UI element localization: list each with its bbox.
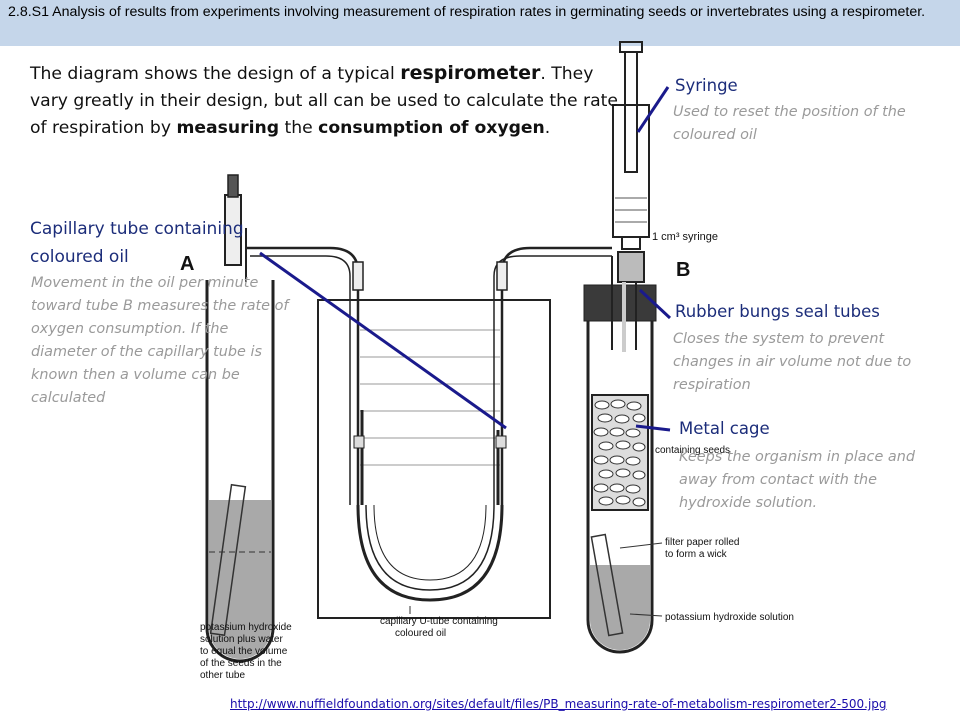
- tube-b: [583, 256, 657, 654]
- bungs-label: Rubber bungs seal tubes: [675, 302, 880, 321]
- seeds: [593, 399, 646, 507]
- utube-caption-1: capillary U-tube containing: [380, 616, 498, 627]
- koh-a-line: of the seeds in the: [200, 658, 282, 669]
- label-pointers: [259, 86, 672, 432]
- koh-a-line: other tube: [200, 670, 245, 681]
- seed-cage: [591, 394, 649, 511]
- term-measuring: measuring: [176, 118, 280, 138]
- utube-caption-2: coloured oil: [395, 628, 446, 639]
- cage-label: Metal cage: [679, 419, 770, 438]
- source-link[interactable]: http://www.nuffieldfoundation.org/sites/…: [230, 697, 887, 711]
- cage-description: Keeps the organism in place and away fro…: [679, 449, 915, 511]
- capillary-description: Movement in the oil per minute toward tu…: [31, 275, 289, 406]
- diagram-labels: A B 1 cm³ syringe containing seeds filte…: [180, 231, 794, 681]
- header-bar: 2.8.S1 Analysis of results from experime…: [0, 0, 960, 46]
- bath-scale-lines: [360, 329, 500, 466]
- syringe-description: Used to reset the position of the colour…: [673, 104, 906, 143]
- koh-a-line: to equal the volume: [200, 646, 288, 657]
- koh-a-line: solution plus water: [200, 634, 283, 645]
- filter-caption-2: to form a wick: [665, 549, 728, 560]
- syringe-label: Syringe: [675, 76, 738, 95]
- tube-a-letter: A: [180, 253, 194, 275]
- koh-b-caption: potassium hydroxide solution: [665, 612, 794, 623]
- koh-a-line: potassium hydroxide: [200, 622, 292, 633]
- seeds-caption: containing seeds: [655, 445, 730, 456]
- syringe-caption: 1 cm³ syringe: [652, 231, 718, 243]
- water-bath: [317, 299, 551, 619]
- bungs-description: Closes the system to prevent changes in …: [673, 331, 912, 393]
- intro-paragraph: The diagram shows the design of a typica…: [30, 62, 618, 138]
- header-title: 2.8.S1 Analysis of results from experime…: [8, 4, 926, 20]
- term-respirometer: respirometer: [400, 62, 541, 84]
- capillary-u-tube: [246, 246, 612, 602]
- term-oxygen-consumption: consumption of oxygen: [318, 118, 545, 138]
- tube-a: [205, 174, 275, 663]
- syringe: [612, 41, 650, 283]
- capillary-label: Capillary tube containing coloured oil: [30, 219, 244, 267]
- caption-leaders: [409, 542, 663, 617]
- filter-caption-1: filter paper rolled: [665, 537, 739, 548]
- tube-b-letter: B: [676, 259, 690, 281]
